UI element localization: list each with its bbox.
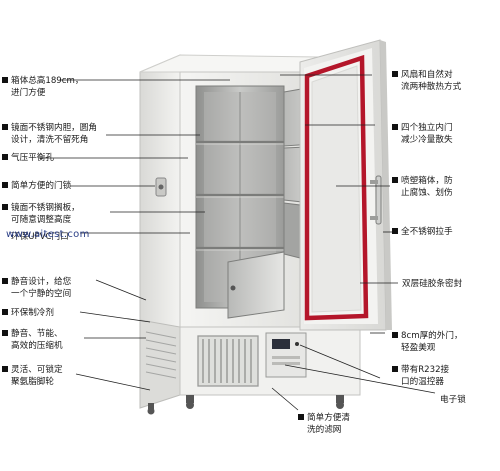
door-seal [304, 54, 369, 321]
label-shelves: 镜面不锈钢搁板， 可随意调整高度 [2, 202, 80, 226]
label-outer-door: 8cm厚的外门， 轻盈美观 [392, 330, 463, 354]
bullet-icon [392, 71, 398, 77]
label-filter: 简单方便清 洗的滤网 [298, 412, 350, 436]
bullet-icon [392, 124, 398, 130]
bullet-icon [2, 154, 8, 160]
label-casters: 灵活、可锁定 聚氨脂脚轮 [2, 364, 63, 388]
label-mirror-liner: 镜面不锈钢内胆，圆角 设计，清洗不留死角 [2, 122, 97, 146]
label-controller: 带有R232接 口的温控器 [392, 364, 449, 388]
cabinet-top [139, 54, 320, 73]
label-compressor: 静音、节能、 高效的压缩机 [2, 328, 63, 352]
label-handle: 全不锈钢拉手 [392, 226, 453, 238]
bullet-icon [392, 228, 398, 234]
bullet-icon [2, 278, 8, 284]
bullet-icon [2, 309, 8, 315]
bullet-icon [2, 366, 8, 372]
watermark: www.aitest.com [6, 229, 90, 240]
label-refrigerant: 环保制冷剂 [2, 307, 54, 319]
bullet-icon [2, 330, 8, 336]
label-electronic-lock: 电子锁 [440, 395, 466, 405]
door-lock [155, 177, 167, 197]
label-heat-dissipation: 风扇和自然对 流两种散热方式 [392, 69, 461, 93]
bullet-icon [298, 414, 304, 420]
label-inner-doors: 四个独立内门 减少冷量散失 [392, 122, 453, 146]
bullet-icon [2, 124, 8, 130]
bullet-icon [392, 366, 398, 372]
label-silent-design: 静音设计，给您 一个宁静的空间 [2, 276, 71, 300]
bullet-icon [2, 77, 8, 83]
label-upvc: 环保UPVC门口 [11, 232, 69, 242]
label-cabinet-height: 箱体总高189cm， 进门方便 [2, 75, 83, 99]
casters [147, 395, 344, 415]
vent-grille [197, 335, 259, 387]
bullet-icon [392, 332, 398, 338]
label-coated-cabinet: 喷塑箱体，防 止腐蚀、划伤 [392, 175, 453, 199]
shelves [196, 140, 284, 250]
leader-lines [40, 74, 436, 411]
label-pressure-hole: 气压平衡孔 [2, 152, 54, 164]
stainless-handle [370, 175, 382, 225]
bullet-icon [2, 204, 8, 210]
bullet-icon [2, 182, 8, 188]
label-silicone-seal: 双层硅胶条密封 [402, 279, 463, 289]
bullet-icon [392, 177, 398, 183]
label-door-lock: 简单方便的门锁 [2, 180, 71, 192]
